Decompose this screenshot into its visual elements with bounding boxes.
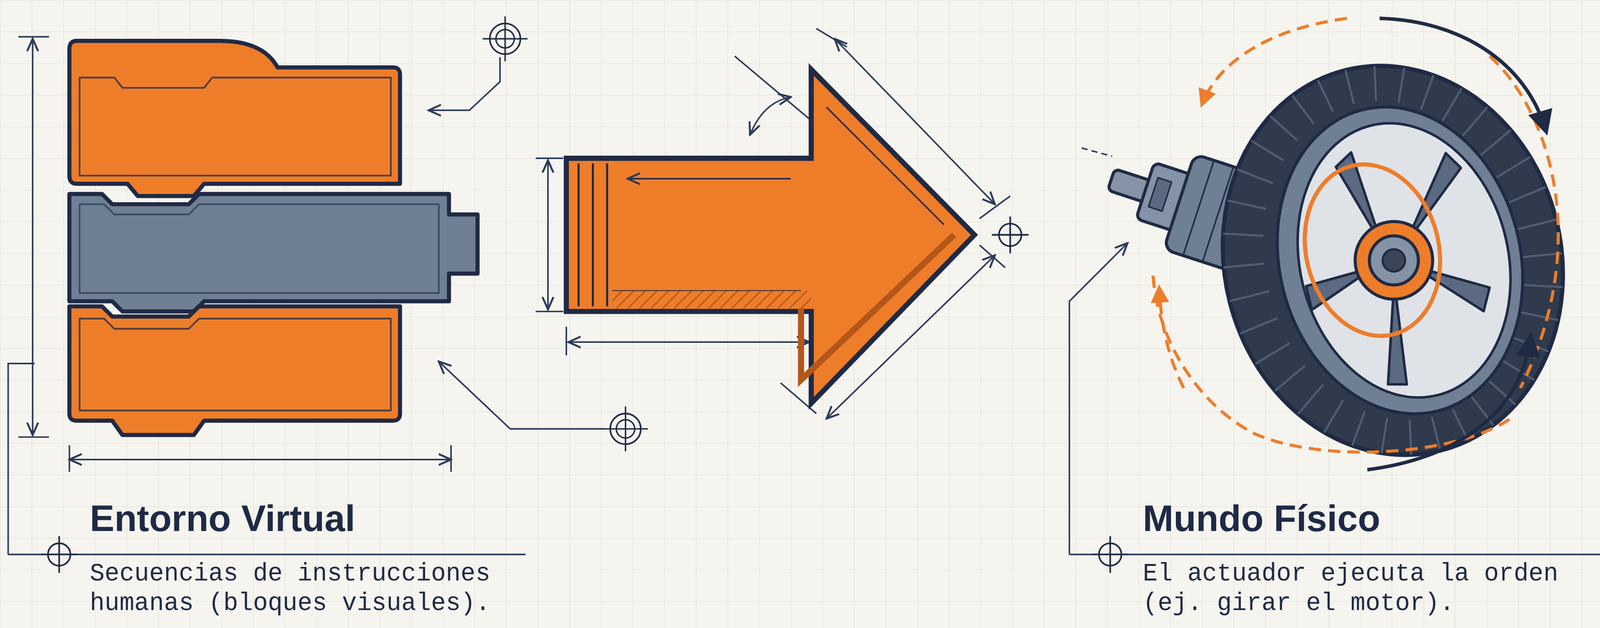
arrow-detail [577,163,580,307]
panel-description: Secuencias de instrucciones humanas (blo… [89,558,526,618]
block-arrow-group [566,69,975,404]
arrow-hatch-edge [801,234,955,380]
illustration-panel: Entorno VirtualSecuencias de instruccion… [0,20,567,622]
code-blocks [69,40,478,435]
text-group: Entorno VirtualSecuencias de instruccion… [89,497,526,618]
block-arrow [566,69,975,404]
motor-wheel [1095,29,1600,492]
arrow-detail [627,177,792,180]
illustration-panel: Mundo Físico El actuador ejecuta la orden… [974,20,1600,622]
text-group: Mundo Físico El actuador ejecuta la orden… [1142,497,1580,618]
arrow-detail [826,107,944,225]
panel-heading: Entorno Virtual [89,497,526,539]
panel-heading: Mundo Físico [1142,497,1580,539]
arrow-detail [605,163,608,307]
arrow-detail [591,163,594,307]
panel-description: El actuador ejecuta la orden (ej. girar … [1142,558,1580,618]
rotation-arrows [1153,18,1559,470]
arrow-hatch [612,290,812,309]
